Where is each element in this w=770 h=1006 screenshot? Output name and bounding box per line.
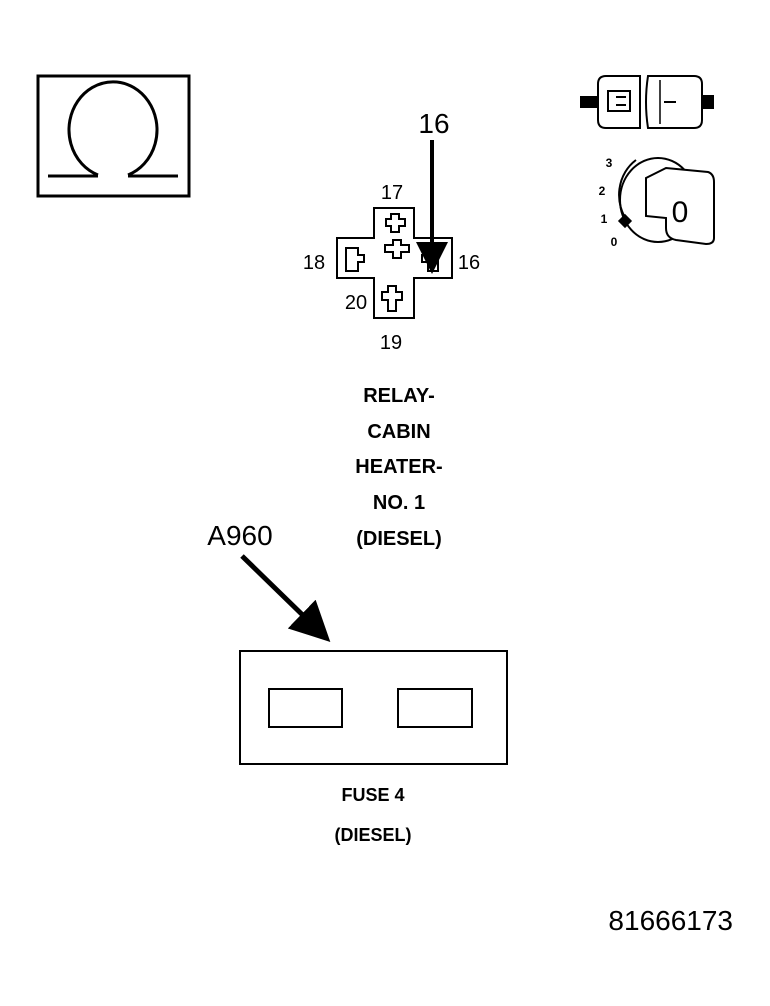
terminal-20-label: 20 bbox=[345, 292, 367, 314]
terminal-17-label: 17 bbox=[381, 182, 403, 204]
ignition-scale-0: 0 bbox=[611, 235, 618, 249]
ignition-scale-2: 2 bbox=[599, 184, 606, 198]
fuse-callout-label: A960 bbox=[207, 520, 272, 551]
terminal-19-label: 19 bbox=[380, 332, 402, 354]
relay-caption-line-3: HEATER- bbox=[355, 456, 442, 478]
relay-caption-line-2: CABIN bbox=[367, 421, 430, 443]
fuse-caption-line-1: FUSE 4 bbox=[341, 785, 404, 805]
key-position-label: 0 bbox=[672, 196, 689, 229]
probe-connector-icon bbox=[580, 75, 714, 129]
fuse-callout-arrow bbox=[240, 554, 331, 642]
fuse-block bbox=[239, 650, 508, 765]
terminal-18-label: 18 bbox=[303, 252, 325, 274]
relay-caption-line-5: (DIESEL) bbox=[356, 528, 442, 550]
terminal-16-label: 16 bbox=[458, 252, 480, 274]
relay-caption-line-1: RELAY- bbox=[363, 385, 435, 407]
figure-id: 81666173 bbox=[608, 905, 733, 936]
fuse-caption-line-2: (DIESEL) bbox=[334, 825, 411, 845]
ohm-symbol-icon bbox=[36, 74, 191, 198]
ignition-switch-icon bbox=[617, 157, 715, 246]
relay-caption-line-4: NO. 1 bbox=[373, 492, 425, 514]
ignition-scale-3: 3 bbox=[606, 156, 613, 170]
ignition-scale-1: 1 bbox=[601, 212, 608, 226]
relay-callout-label: 16 bbox=[418, 108, 449, 139]
